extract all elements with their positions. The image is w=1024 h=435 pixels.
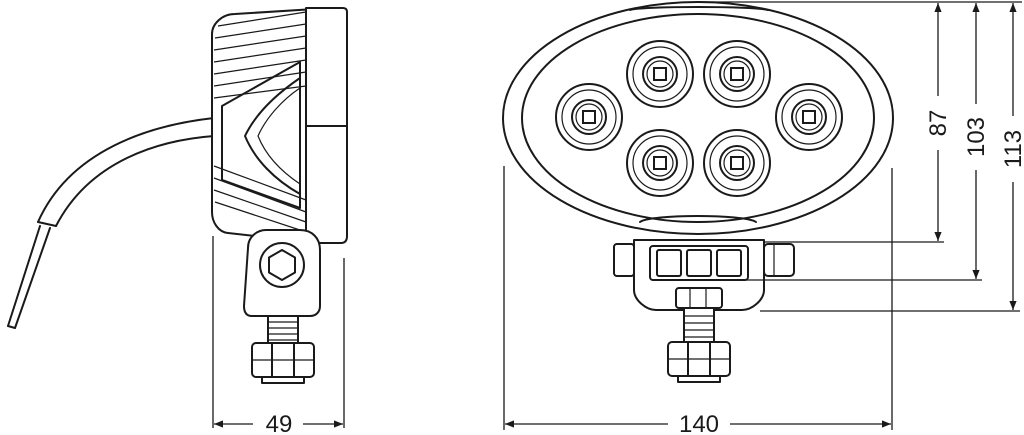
dimension-label-body: 103 (963, 117, 990, 157)
led-icon (703, 40, 771, 108)
led-icon (775, 83, 843, 151)
dimension-label-lens: 87 (925, 110, 952, 137)
led-icon (626, 40, 694, 108)
dimension-height-total: 113 (1000, 3, 1024, 310)
height-extension-lines (698, 1, 1022, 312)
dimension-width: 140 (503, 166, 893, 435)
dimension-height-lens: 87 (925, 3, 952, 241)
dimension-label-total: 113 (1000, 130, 1024, 168)
led-icon (555, 83, 623, 151)
lamp-front-view-icon (502, 1, 894, 383)
dimension-label-width: 140 (679, 411, 719, 435)
dimension-height-body: 103 (963, 3, 990, 279)
dimension-depth: 49 (212, 236, 345, 435)
cable-icon (7, 117, 215, 329)
hex-bolt-icon (268, 249, 296, 281)
dimension-label-depth: 49 (266, 411, 293, 435)
led-icon (703, 129, 771, 197)
lamp-side-view-icon (7, 7, 348, 384)
led-icon (626, 129, 694, 197)
led-array (555, 40, 843, 197)
